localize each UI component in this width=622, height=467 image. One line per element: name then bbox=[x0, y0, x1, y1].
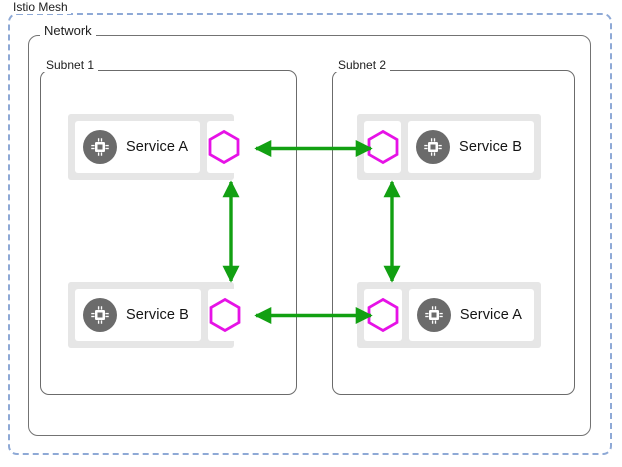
subnet-2-bottom-service-label: Service A bbox=[459, 307, 522, 323]
subnet-2-bottom-proxy-card[interactable] bbox=[364, 289, 402, 341]
subnet-2-top-service-card[interactable]: Service B bbox=[408, 121, 534, 173]
hexagon-sidecar-proxy-icon bbox=[208, 297, 242, 333]
subnet-1-bottom-service-label: Service B bbox=[126, 307, 189, 323]
network-boundary bbox=[28, 35, 591, 436]
subnet-2-top-service-label: Service B bbox=[459, 139, 522, 155]
cpu-chip-icon bbox=[83, 130, 117, 164]
hexagon-sidecar-proxy-icon bbox=[366, 297, 400, 333]
subnet-1-top-node-group: Service A bbox=[68, 114, 242, 180]
subnet-2-boundary bbox=[332, 70, 575, 395]
subnet-1-top-service-card[interactable]: Service A bbox=[75, 121, 201, 173]
subnet-2-top-node-group: Service B bbox=[357, 114, 541, 180]
subnet-1-top-proxy-card[interactable] bbox=[207, 121, 242, 173]
cpu-chip-icon bbox=[83, 298, 117, 332]
cpu-chip-icon bbox=[416, 298, 451, 332]
subnet-1-label: Subnet 1 bbox=[42, 58, 99, 72]
subnet-2-bottom-service-card[interactable]: Service A bbox=[408, 289, 534, 341]
hexagon-sidecar-proxy-icon bbox=[366, 129, 400, 165]
subnet-1-bottom-proxy-card[interactable] bbox=[207, 289, 242, 341]
subnet-1-bottom-node-group: Service B bbox=[68, 282, 242, 348]
subnet-2-bottom-node-group: Service A bbox=[357, 282, 541, 348]
subnet-1-top-service-label: Service A bbox=[126, 139, 189, 155]
subnet-2-label: Subnet 2 bbox=[334, 58, 391, 72]
subnet-1-bottom-service-card[interactable]: Service B bbox=[75, 289, 201, 341]
hexagon-sidecar-proxy-icon bbox=[207, 129, 241, 165]
istio-mesh-boundary bbox=[8, 13, 612, 455]
subnet-2-top-proxy-card[interactable] bbox=[364, 121, 402, 173]
cpu-chip-icon bbox=[416, 130, 451, 164]
subnet-1-boundary bbox=[40, 70, 297, 395]
istio-mesh-label: Istio Mesh bbox=[10, 0, 71, 14]
network-label: Network bbox=[40, 23, 96, 38]
